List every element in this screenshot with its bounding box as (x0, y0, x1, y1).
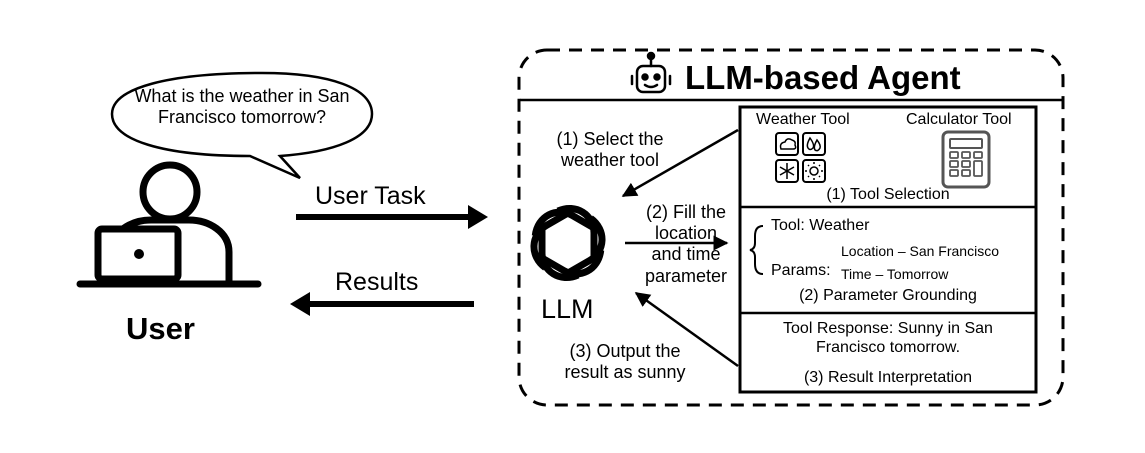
step-line: (2) Fill the (645, 202, 726, 222)
response-line: Francisco tomorrow. (815, 338, 961, 356)
llm-label: LLM (541, 294, 594, 324)
calculator-icon (941, 130, 991, 189)
speech-line: What is the weather in San (134, 86, 350, 106)
response-line: Tool Response: Sunny in San (783, 320, 993, 337)
speech-bubble (110, 71, 374, 180)
tool-selection-caption: (1) Tool Selection (826, 186, 950, 203)
tool-line: Tool: Weather (771, 217, 870, 234)
speech-text: What is the weather in San Francisco tom… (112, 86, 372, 128)
step-select-label: (1) Select the weather tool (545, 129, 675, 171)
step-line: result as sunny (564, 362, 686, 383)
parameter-grounding-caption: (2) Parameter Grounding (799, 287, 977, 304)
select-tool-arrow (621, 128, 739, 198)
step-line: (1) Select the (556, 129, 664, 149)
output-result-arrow (634, 291, 739, 368)
params-brace (749, 225, 764, 275)
droplet-icon (802, 132, 826, 156)
params-label: Params: (771, 262, 831, 279)
tool-response-text: Tool Response: Sunny in San Francisco to… (740, 320, 1036, 358)
sun-icon (802, 159, 826, 183)
agent-title: LLM-based Agent (685, 59, 961, 96)
snowflake-icon (775, 159, 799, 183)
step-line: weather tool (560, 150, 660, 171)
location-param: Location – San Francisco (841, 243, 999, 259)
speech-line: Francisco tomorrow? (157, 107, 327, 128)
openai-logo-icon (530, 205, 606, 281)
robot-icon (630, 51, 672, 94)
step-line: and time (651, 244, 721, 265)
time-param: Time – Tomorrow (841, 266, 949, 282)
tool-panel (738, 105, 1038, 394)
step-fill-label: (2) Fill the location and time parameter (633, 202, 739, 287)
user-task-label: User Task (315, 182, 426, 210)
result-interpretation-caption: (3) Result Interpretation (803, 369, 973, 386)
step-line: (3) Output the (569, 341, 681, 361)
calculator-tool-label: Calculator Tool (906, 111, 1012, 128)
step-output-label: (3) Output the result as sunny (550, 341, 700, 383)
step-line: parameter (644, 265, 728, 286)
user-label: User (126, 311, 195, 346)
cloud-icon (775, 132, 799, 156)
step-line: location (654, 223, 718, 244)
results-label: Results (335, 268, 419, 296)
agent-outer-box (517, 48, 1065, 407)
person-laptop-icon (76, 161, 262, 288)
weather-tool-label: Weather Tool (756, 111, 850, 128)
